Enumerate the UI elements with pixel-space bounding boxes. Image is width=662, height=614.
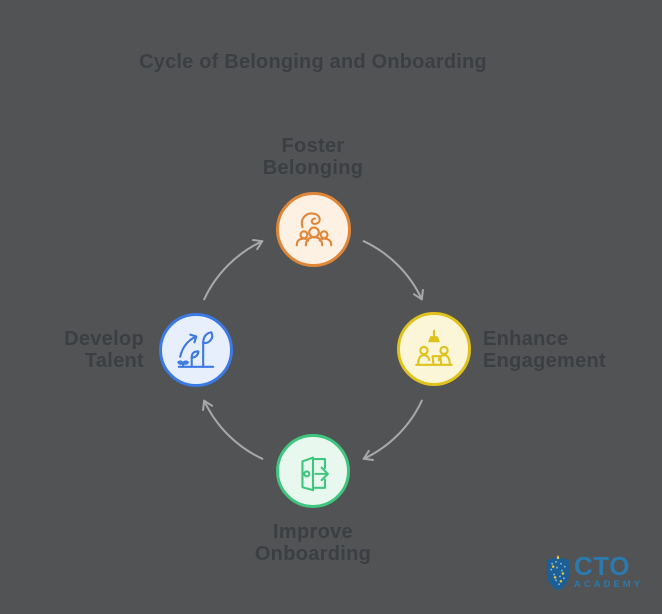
node-improve-onboarding <box>276 434 350 508</box>
label-line: Improve <box>273 521 353 543</box>
arrow-top-right <box>362 240 424 301</box>
cto-academy-logo: CTO ACADEMY <box>545 551 644 592</box>
arrow-bottom-left <box>202 399 264 460</box>
growth-icon <box>177 331 215 368</box>
label-line: Develop <box>64 328 144 350</box>
node-label-develop-talent: Develop Talent <box>64 328 144 372</box>
arrow-top-left <box>203 239 264 301</box>
logo-wordmark: CTO ACADEMY <box>574 551 644 590</box>
node-label-foster-belonging: Foster Belonging <box>213 135 413 179</box>
label-line: Foster <box>281 135 345 157</box>
node-develop-talent <box>159 313 233 387</box>
logo-subtext: ACADEMY <box>574 579 644 590</box>
diagram-title: Cycle of Belonging and Onboarding <box>139 51 487 73</box>
logo-text: CTO <box>574 551 630 581</box>
label-line: Enhance <box>483 328 569 350</box>
label-line: Belonging <box>262 157 364 179</box>
node-enhance-engagement <box>397 312 471 386</box>
label-line: Talent <box>84 350 144 372</box>
arrow-bottom-right <box>362 399 423 461</box>
logo-shield-icon <box>546 555 570 591</box>
node-label-improve-onboarding: Improve Onboarding <box>213 521 413 565</box>
node-label-enhance-engagement: Enhance Engagement <box>483 328 606 372</box>
label-line: Onboarding <box>254 543 372 565</box>
node-foster-belonging <box>276 192 351 267</box>
collaboration-icon <box>415 329 453 366</box>
door-arrow-icon <box>301 456 329 492</box>
label-line: Engagement <box>483 350 607 372</box>
community-icon <box>295 211 332 246</box>
